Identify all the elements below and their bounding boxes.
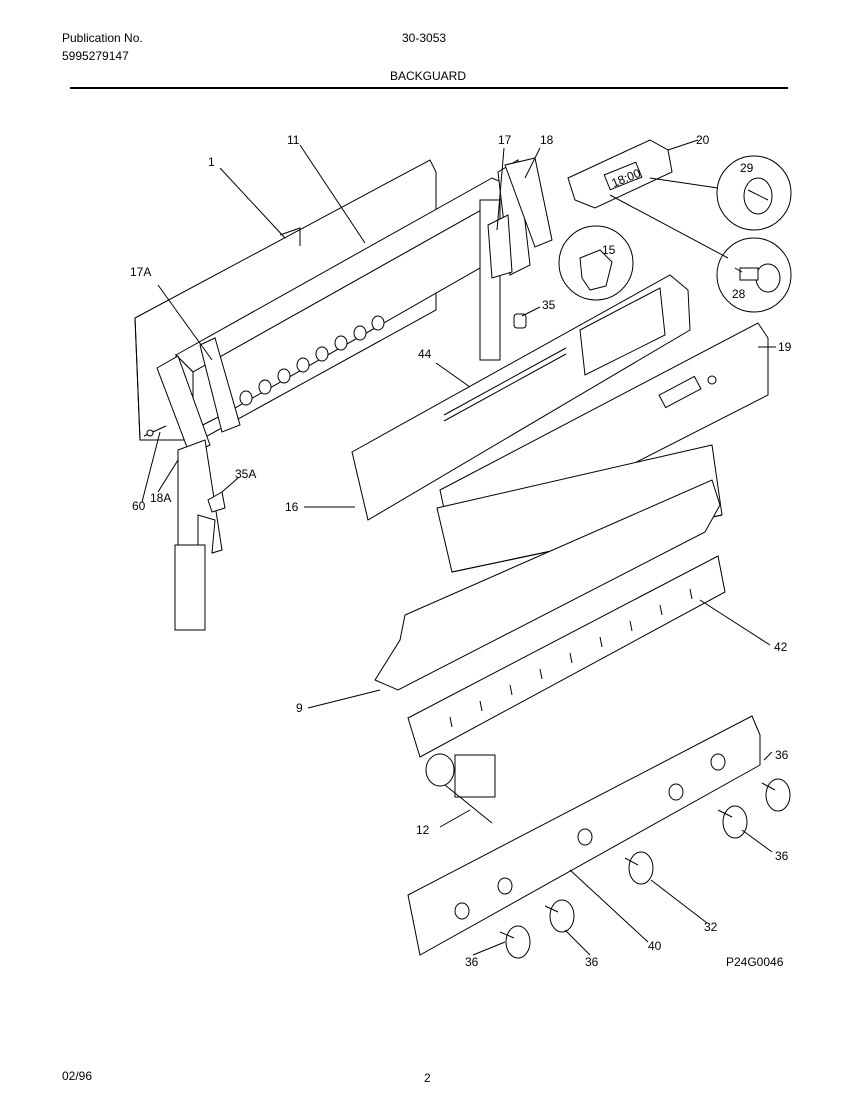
knob-left-center [544, 899, 575, 933]
manifold-holes [454, 753, 726, 920]
leader-lines [141, 139, 776, 956]
callout-17: 17 [498, 133, 512, 147]
vent-trim [407, 555, 726, 758]
callout-40: 40 [648, 939, 662, 953]
drawing-code: P24G0046 [726, 955, 784, 969]
callouts: 1 11 17 18 20 29 15 28 35 17A 44 19 35A … [130, 133, 792, 969]
callout-36-bottom-left: 36 [465, 955, 479, 969]
inset-knob-29 [716, 155, 792, 231]
left-end-cap [156, 337, 241, 456]
knob-left [499, 925, 531, 959]
callout-36-right: 36 [775, 849, 789, 863]
callout-12: 12 [416, 823, 430, 837]
model-number: 30-3053 [402, 31, 447, 45]
knob-right-upper [761, 778, 791, 812]
clip-35a [207, 491, 226, 513]
callout-9: 9 [296, 701, 303, 715]
inset-knob-28 [716, 237, 792, 313]
callout-36-top-right: 36 [775, 748, 789, 762]
manifold-panel [407, 715, 761, 956]
callout-15: 15 [602, 243, 616, 257]
right-end-cap [487, 157, 553, 279]
callout-36-bottom-center: 36 [585, 955, 599, 969]
callout-44: 44 [418, 347, 432, 361]
knob-center [624, 851, 654, 885]
thermostat [425, 753, 496, 824]
vent-slots [449, 588, 693, 728]
header-rule [70, 87, 788, 89]
callout-16: 16 [285, 500, 299, 514]
callout-35: 35 [542, 298, 556, 312]
footer-date: 02/96 [62, 1069, 93, 1083]
clock-assembly: 18:00 [567, 139, 673, 209]
callout-18: 18 [540, 133, 554, 147]
callout-28: 28 [732, 287, 746, 301]
callout-1: 1 [208, 155, 215, 169]
frame-holes [239, 315, 385, 406]
callout-20: 20 [696, 133, 710, 147]
section-title: BACKGUARD [390, 69, 467, 83]
callout-42: 42 [774, 640, 788, 654]
screw-60 [143, 425, 167, 437]
left-bracket [174, 439, 223, 631]
publication-number: 5995279147 [62, 49, 129, 63]
callout-19: 19 [778, 340, 792, 354]
inset-bracket-15 [558, 225, 634, 301]
callout-18A: 18A [150, 491, 171, 505]
callout-35A: 35A [235, 467, 256, 481]
knob-right-lower [717, 805, 748, 839]
callout-17A: 17A [130, 265, 151, 279]
control-plate [351, 274, 691, 521]
support-channel [374, 479, 721, 691]
page-number: 2 [424, 1071, 431, 1085]
publication-label: Publication No. [62, 31, 143, 45]
callout-60: 60 [132, 499, 146, 513]
callout-32: 32 [704, 920, 718, 934]
callout-11: 11 [287, 133, 300, 147]
callout-29: 29 [740, 161, 754, 175]
clip-35 [513, 313, 527, 329]
